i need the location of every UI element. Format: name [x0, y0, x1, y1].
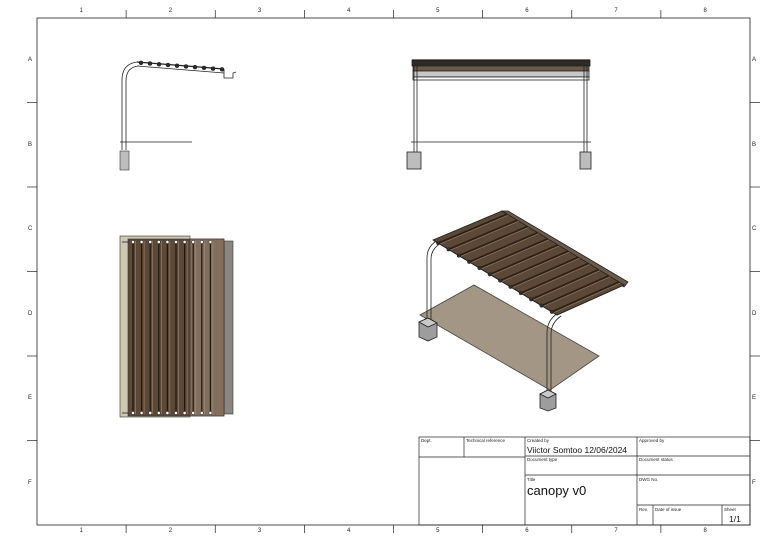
zone-row-label: F: [752, 479, 756, 486]
date-of-issue-label: Date of issue: [655, 507, 682, 512]
document-status-label: Document status: [639, 457, 673, 462]
created-by-value: Viictor Somtoo 12/06/2024: [527, 445, 628, 455]
zone-row-label: D: [752, 310, 757, 317]
zone-column-label: 7: [614, 528, 618, 534]
zone-column-label: 1: [79, 528, 83, 534]
zone-column-label: 8: [703, 8, 707, 14]
zone-tick-marks: [27, 10, 760, 533]
zone-row-label: B: [28, 141, 33, 148]
zone-row-label: B: [752, 141, 757, 148]
front-view: [406, 59, 592, 170]
zone-row-label: A: [752, 57, 757, 64]
technical-reference-label: Technical reference: [466, 438, 506, 443]
isometric-view: [418, 210, 629, 412]
dwg-no-label: DWG No.: [639, 477, 659, 482]
zone-row-label: A: [28, 57, 33, 64]
zone-column-label: 8: [703, 528, 707, 534]
isometric-roof-slats: [432, 213, 625, 316]
zone-column-label: 4: [346, 8, 351, 14]
created-by-label: Created by: [527, 438, 550, 443]
zone-column-label: 7: [614, 8, 618, 14]
zone-column-label: 3: [257, 528, 262, 534]
approved-by-label: Approved by: [639, 438, 665, 443]
title-label: Title: [527, 477, 536, 482]
zone-column-label: 3: [257, 8, 262, 14]
drawing-title: canopy v0: [527, 483, 587, 498]
side-view-slat-ends: [138, 60, 225, 72]
zone-column-label: 2: [168, 528, 173, 534]
zone-row-label: D: [28, 310, 33, 317]
dept-label: Dept.: [421, 438, 432, 443]
document-type-label: Document type: [527, 457, 558, 462]
zone-column-label: 1: [79, 8, 83, 14]
zone-column-label: 5: [436, 528, 440, 534]
sheet-label: Sheet: [724, 507, 736, 512]
zone-column-label: 2: [168, 8, 173, 14]
zone-column-label: 6: [525, 528, 529, 534]
zone-column-label: 5: [436, 8, 440, 14]
top-view-slats: [122, 240, 214, 415]
zone-row-label: F: [28, 479, 32, 486]
zone-row-label: C: [28, 226, 33, 233]
rev-label: Rev.: [639, 507, 648, 512]
title-block-grid: [418, 436, 751, 526]
zone-row-label: E: [28, 395, 33, 402]
zone-row-label: C: [752, 226, 757, 233]
zone-column-label: 6: [525, 8, 529, 14]
zone-row-label: E: [752, 395, 757, 402]
zone-column-label: 4: [346, 528, 351, 534]
sheet-number: 1/1: [729, 514, 741, 524]
